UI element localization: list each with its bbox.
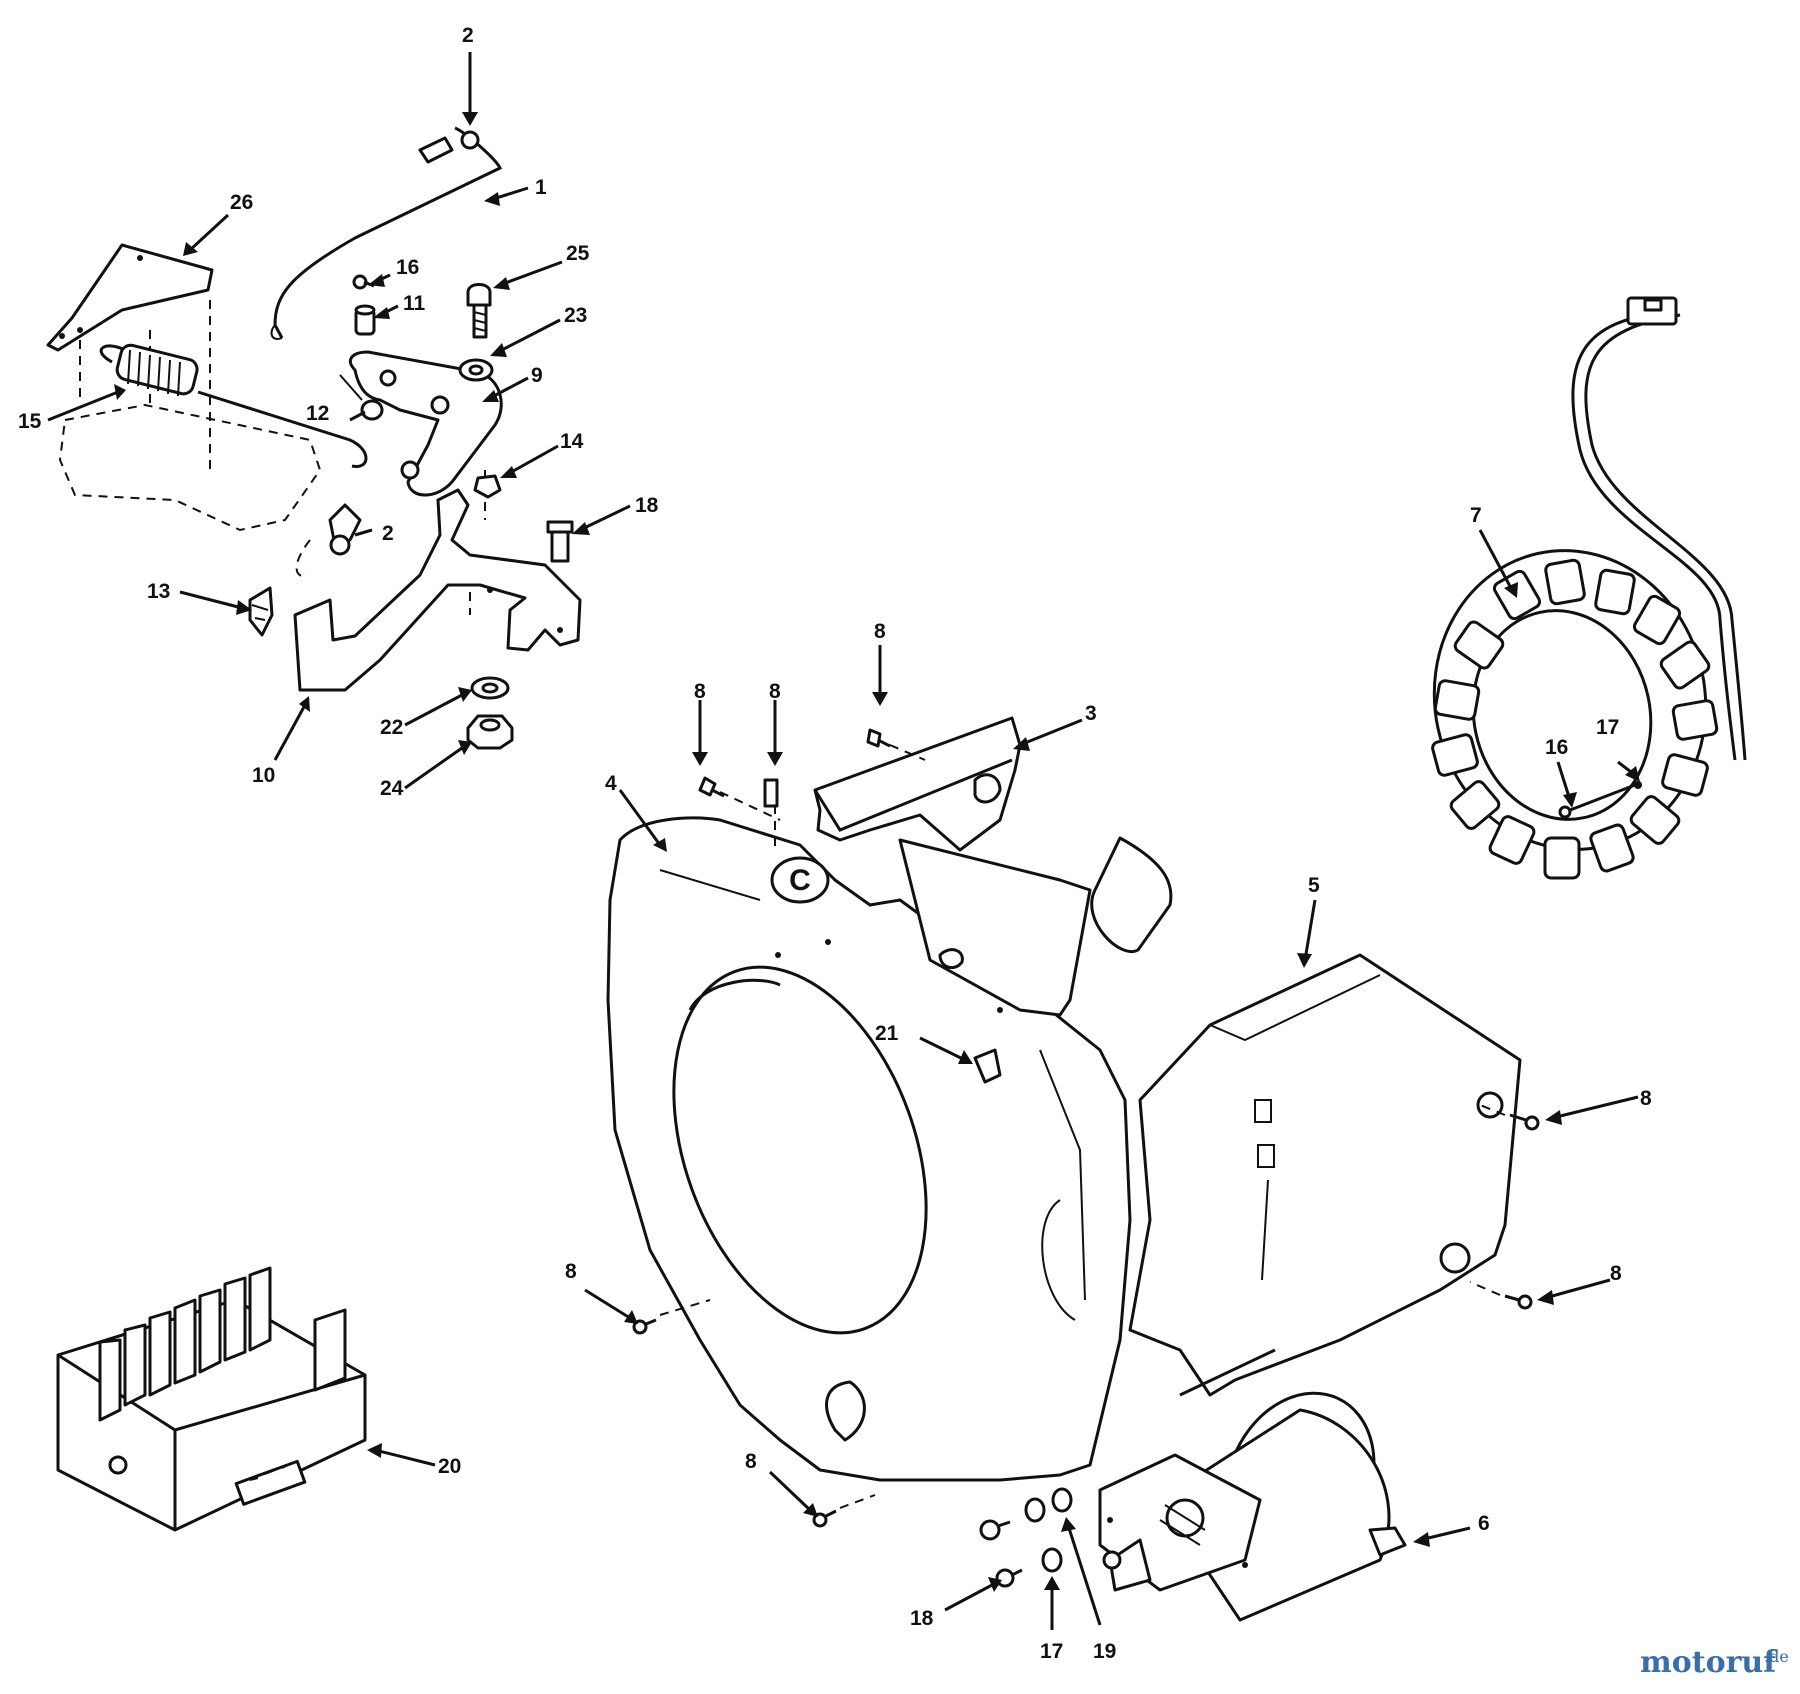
- callout-8-f: 8: [565, 1260, 577, 1283]
- part-20-rectifier-regulator: [56, 1266, 367, 1532]
- callout-11: 11: [403, 292, 426, 315]
- callout-8-b: 8: [694, 680, 706, 703]
- callout-8-a: 8: [874, 620, 886, 643]
- screw-8-g: [812, 1509, 837, 1528]
- washer-17-b: [1041, 1547, 1063, 1573]
- part-6-starter-motor: [1098, 1391, 1407, 1622]
- callout-leaders: [47, 52, 1640, 1630]
- callout-21: 21: [875, 1022, 899, 1045]
- callout-10: 10: [252, 764, 275, 787]
- callout-16-stator: 16: [1545, 736, 1568, 759]
- callout-7: 7: [1470, 504, 1482, 527]
- part-3-air-guide: [813, 716, 1173, 1017]
- ghost-base-outline: [58, 403, 322, 532]
- watermark-suffix: .de: [1764, 1647, 1789, 1666]
- callout-20: 20: [438, 1455, 461, 1478]
- screw-16-b-lower: [979, 1519, 1011, 1541]
- callout-3: 3: [1085, 702, 1097, 725]
- screw-8-b: [763, 778, 779, 808]
- callout-25: 25: [566, 242, 590, 265]
- stator-lead-wire: [1571, 310, 1737, 761]
- callout-22: 22: [380, 716, 403, 739]
- part-2-swivel-top: [418, 130, 480, 164]
- callout-19: 19: [1093, 1640, 1116, 1663]
- callout-numbers: 2 1 26 16 11 25 23 9 12 15 14 18 2 13 10…: [18, 24, 1652, 1663]
- regulator-fins: [98, 1266, 347, 1422]
- screw-18-b: [995, 1568, 1023, 1588]
- governor-linkage-assembly: [46, 126, 582, 750]
- part-5-cylinder-shroud: [1128, 953, 1522, 1397]
- part-12-clip: [339, 374, 384, 421]
- part-1-governor-rod: [273, 126, 503, 339]
- clip-21: [973, 1048, 1002, 1084]
- callout-12: 12: [306, 402, 329, 425]
- part-23-washer: [458, 358, 494, 382]
- callout-17-stator: 17: [1596, 716, 1619, 739]
- callout-8-e: 8: [1610, 1262, 1622, 1285]
- callout-23: 23: [564, 304, 587, 327]
- part-7-stator-assembly: [1431, 296, 1747, 880]
- part-9-governor-lever: [349, 350, 503, 497]
- callout-26: 26: [230, 191, 253, 214]
- callout-24: 24: [380, 777, 404, 800]
- screw-8-a: [698, 776, 725, 798]
- callout-14: 14: [560, 430, 584, 453]
- screw-8-d: [1509, 1113, 1540, 1131]
- part-18-bolt-top: [546, 520, 574, 563]
- screw-8-c: [866, 728, 891, 748]
- washer-19: [1024, 1487, 1073, 1523]
- callout-6: 6: [1478, 1512, 1490, 1535]
- part-24-nut: [466, 714, 514, 750]
- part-11-swivel: [354, 304, 376, 336]
- part-16-screw-top: [352, 274, 375, 290]
- housing-marking: C: [770, 856, 830, 904]
- callout-2-lower: 2: [382, 522, 394, 545]
- part-14-nut: [473, 474, 502, 499]
- callout-16-top: 16: [396, 256, 419, 279]
- callout-4: 4: [605, 772, 617, 795]
- callout-18-lower: 18: [910, 1607, 934, 1630]
- hardware-screws: [632, 728, 1540, 1588]
- screw-8-f: [632, 1318, 657, 1335]
- callout-8-d: 8: [1640, 1087, 1652, 1110]
- part-25-bolt: [466, 283, 492, 339]
- part-26-bracket: [46, 243, 214, 352]
- callout-2-top: 2: [462, 24, 474, 47]
- callout-9: 9: [531, 364, 543, 387]
- stator-screws: [1558, 781, 1642, 819]
- part-10-control-bracket: [293, 488, 582, 692]
- callout-15: 15: [18, 410, 42, 433]
- callout-1: 1: [535, 176, 547, 199]
- part-22-washer: [470, 676, 510, 700]
- watermark-name: motoruf: [1640, 1645, 1778, 1680]
- callout-5: 5: [1308, 874, 1320, 897]
- callout-17-lower: 17: [1040, 1640, 1063, 1663]
- part-13-clip: [248, 586, 274, 637]
- part-15-spring: [99, 343, 368, 468]
- callout-8-g: 8: [745, 1450, 757, 1473]
- watermark-logo: motoruf .de: [1640, 1645, 1789, 1680]
- callout-18-top: 18: [635, 494, 659, 517]
- housing-marking-text: C: [789, 864, 811, 897]
- screw-8-e: [1504, 1294, 1533, 1310]
- part-2-swivel-lower: [295, 503, 362, 577]
- callout-8-c: 8: [769, 680, 781, 703]
- alignment-lines: [659, 744, 1506, 1509]
- callout-13: 13: [147, 580, 170, 603]
